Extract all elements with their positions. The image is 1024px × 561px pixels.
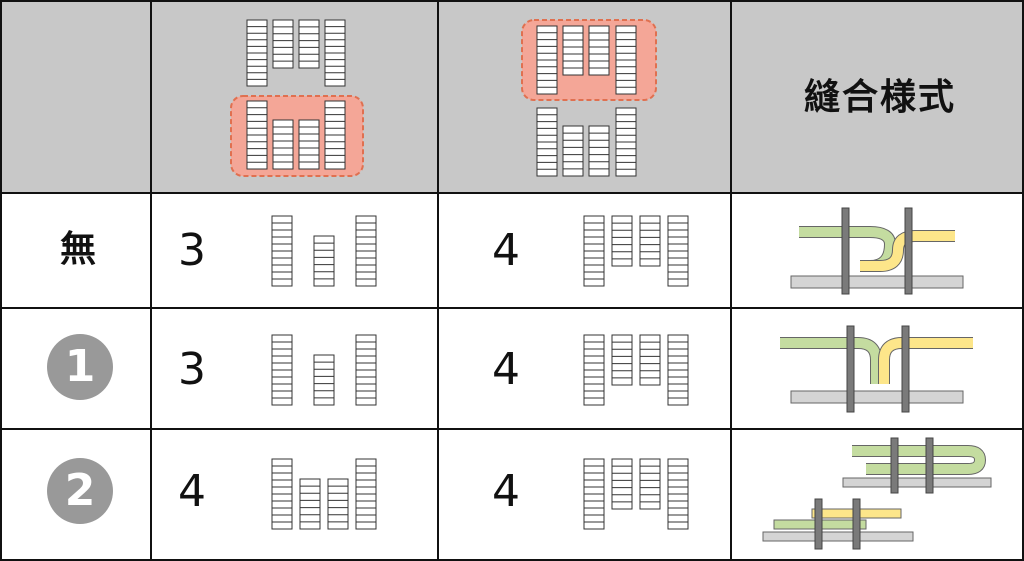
grid-line [1022,0,1024,561]
stack-outline [639,458,661,510]
row2-right-count: 4 [492,344,520,395]
row2-left-count: 3 [178,344,206,395]
sheet-stack [639,458,661,510]
sheet-stack [324,19,346,87]
stack-outline [272,119,294,170]
green-strand-outline [780,337,882,384]
sheet-stack [327,478,349,530]
stack-outline [588,125,610,177]
header-style-label: 縫合様式 [804,77,957,118]
sheet-stack [355,458,377,530]
base-bar [790,275,964,289]
sheet-stack [667,458,689,530]
sheet-stack [298,119,320,170]
stack-outline [298,119,320,170]
sheet-stack [536,107,558,177]
row-marker-none: 無 [60,229,97,270]
sheet-stack [272,119,294,170]
stack-outline [272,19,294,69]
base-bar [790,390,964,404]
sheet-stack [271,334,293,406]
row3-left-count: 4 [178,466,206,517]
stack-outline [562,125,584,177]
sheet-stack [536,25,558,95]
stitch-pin [904,207,913,295]
stitch-pin [846,325,855,413]
stack-outline [562,25,584,76]
sheet-stack [639,334,661,386]
yellow-strand-outline [878,337,973,384]
base-bar [842,477,992,488]
row3-right-count: 4 [492,466,520,517]
header-cell-empty [0,0,151,193]
stitch-pin [890,437,899,494]
sheet-stack [667,334,689,406]
stitch-pin [925,437,934,494]
header-diagram-upper-highlighted [521,19,657,177]
sheet-stack [583,334,605,406]
stack-outline [299,478,321,530]
sheet-stack [271,215,293,287]
sheet-stack [246,100,268,170]
sheet-stack [562,125,584,177]
sheet-stack [611,215,633,267]
green-strand [780,338,881,384]
stack-outline [327,478,349,530]
sheet-stack [583,215,605,287]
sheet-stack [272,19,294,69]
sheet-stack [355,334,377,406]
grid-line [150,0,152,561]
sheet-stack [588,25,610,76]
green-strand [852,446,985,474]
stack-outline [611,458,633,510]
stack-outline [313,235,335,287]
sheet-stack [298,19,320,69]
sheet-stack [588,125,610,177]
stack-outline [611,215,633,267]
header-diagram-lower-highlighted [230,19,364,177]
sheet-stack [355,215,377,287]
sheet-stack [611,458,633,510]
sheet-stack [562,25,584,76]
sheet-stack [615,25,637,95]
sheet-stack [299,478,321,530]
row-marker-badge-2: 2 [47,458,113,524]
grid-line [0,0,2,561]
grid-line [0,428,1024,430]
stack-outline [313,354,335,406]
sheet-stack [313,354,335,406]
sheet-stack [246,19,268,87]
stack-outline [611,334,633,386]
sheet-stack [271,458,293,530]
stack-outline [588,25,610,76]
stack-outline [298,19,320,69]
stitch-pin [901,325,910,413]
header-cell-style [731,0,1024,193]
row1-left-count: 3 [178,225,206,276]
grid-line [730,0,732,561]
stitch-pin [852,498,861,550]
stack-outline [639,334,661,386]
sheet-stack [583,458,605,530]
grid-line [0,192,1024,194]
sheet-stack [667,215,689,287]
row1-right-count: 4 [492,225,520,276]
sheet-stack [615,107,637,177]
stack-outline [639,215,661,267]
sheet-stack [313,235,335,287]
grid-line [0,0,1024,2]
grid-line [0,307,1024,309]
stitch-pin [814,498,823,550]
grid-line [437,0,439,561]
stitch-pin [841,207,850,295]
grid-line [0,559,1024,561]
base-bar [762,531,914,542]
sheet-stack [639,215,661,267]
sheet-stack [611,334,633,386]
row-marker-badge-1: 1 [47,334,113,400]
sheet-stack [324,100,346,170]
